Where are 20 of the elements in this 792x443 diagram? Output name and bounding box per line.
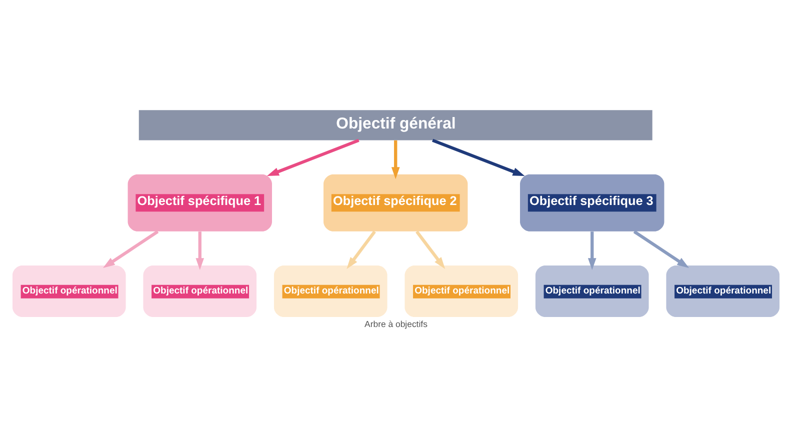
arrow bbox=[588, 232, 596, 270]
node-box: Objectif spécifique 3 bbox=[520, 174, 664, 232]
arrow bbox=[346, 230, 376, 270]
node-box: Objectif spécifique 2 bbox=[324, 174, 468, 232]
arrow bbox=[432, 138, 525, 176]
node-box: Objectif opérationnel bbox=[12, 265, 126, 317]
arrow bbox=[633, 230, 690, 268]
node-box: Objectif opérationnel bbox=[143, 265, 257, 317]
node-box: Objectif opérationnel bbox=[274, 265, 388, 317]
arrow bbox=[102, 230, 159, 268]
node-box: Objectif général bbox=[138, 110, 652, 140]
node-box: Objectif spécifique 1 bbox=[128, 174, 272, 232]
arrow bbox=[266, 138, 360, 176]
arrow bbox=[391, 140, 400, 180]
node-box: Objectif opérationnel bbox=[535, 265, 649, 317]
arrow bbox=[416, 230, 446, 270]
node-box: Objectif opérationnel bbox=[666, 265, 780, 317]
caption: Arbre à objectifs bbox=[364, 319, 428, 330]
arrow bbox=[196, 232, 204, 270]
node-box: Objectif opérationnel bbox=[404, 265, 518, 317]
